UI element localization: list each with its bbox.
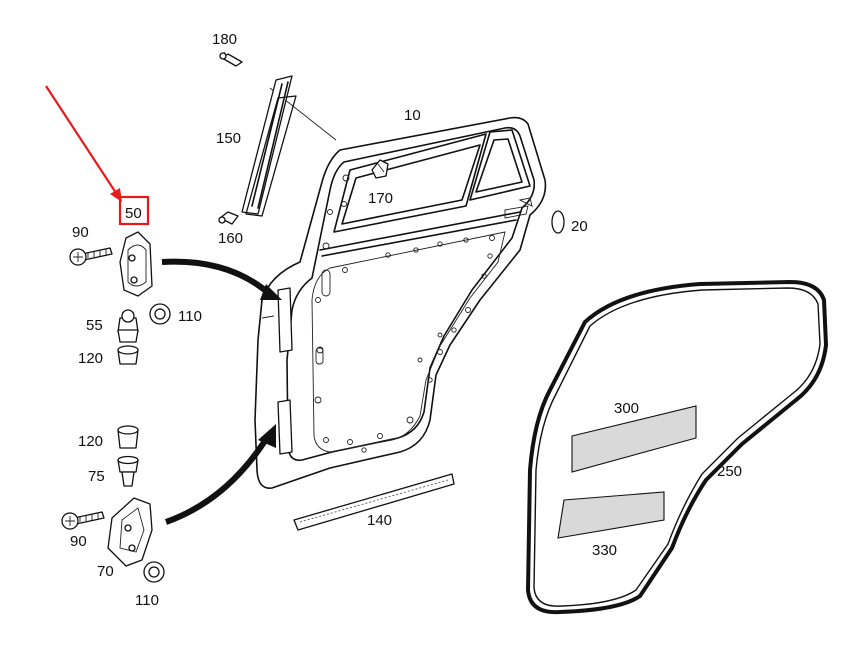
callout-180: 180	[212, 31, 237, 48]
screw-180	[219, 51, 243, 67]
callout-170: 170	[368, 190, 393, 207]
highlight-box	[118, 195, 150, 226]
callout-250: 250	[717, 463, 742, 480]
arrow-upper	[161, 258, 282, 300]
pad-300	[571, 405, 697, 473]
highlight-pointer	[45, 85, 150, 226]
screw-90-lower	[61, 511, 105, 530]
cap-120-lower	[117, 425, 139, 449]
window-channel	[241, 75, 297, 217]
callout-110-lower: 110	[135, 592, 159, 609]
sill-trim-140	[293, 473, 455, 531]
panel-holes	[314, 174, 495, 453]
callout-90-upper: 90	[72, 224, 89, 241]
callout-10: 10	[404, 107, 421, 124]
arrow-lower	[164, 424, 276, 525]
bolt-55	[117, 309, 139, 343]
clip-170	[371, 159, 389, 179]
door-seal	[526, 280, 828, 615]
callout-20: 20	[571, 218, 588, 235]
callout-160: 160	[218, 230, 243, 247]
callout-120-upper: 120	[78, 350, 103, 367]
plug-20	[551, 210, 565, 234]
nut-110-upper	[149, 303, 171, 325]
callout-50: 50	[125, 205, 142, 222]
callout-300: 300	[614, 400, 639, 417]
nut-110-lower	[143, 561, 165, 583]
callout-90-lower: 90	[70, 533, 87, 550]
callout-55: 55	[86, 317, 103, 334]
door-shell	[254, 87, 547, 489]
callout-75: 75	[88, 468, 105, 485]
bolt-75	[117, 455, 139, 487]
hinge-70	[107, 497, 153, 567]
callout-140: 140	[367, 512, 392, 529]
clip-160	[218, 211, 239, 225]
pad-330	[557, 491, 665, 539]
screw-90-upper	[69, 247, 113, 266]
hinge-50	[119, 231, 153, 297]
callout-330: 330	[592, 542, 617, 559]
callout-120-lower: 120	[78, 433, 103, 450]
callout-150: 150	[216, 130, 241, 147]
callout-70: 70	[97, 563, 114, 580]
cap-120-upper	[117, 345, 139, 365]
callout-110-upper: 110	[178, 308, 202, 325]
